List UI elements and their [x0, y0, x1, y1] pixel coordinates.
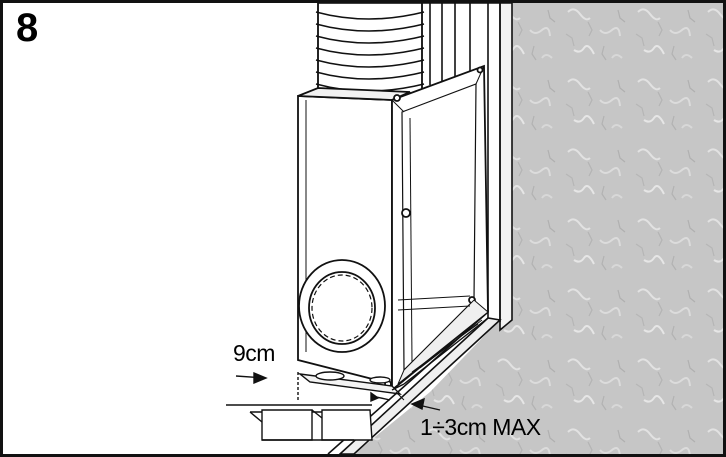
unit-housing	[297, 64, 489, 392]
step-number: 8	[16, 6, 39, 50]
dimension-markers	[235, 371, 441, 411]
flexible-hose-icon	[315, 2, 425, 95]
window-frame	[327, 2, 513, 455]
gap-dimension-label: 1÷3cm MAX	[420, 414, 541, 440]
floor-base	[226, 317, 489, 441]
air-outlet-icon	[298, 259, 386, 353]
wall-texture	[354, 3, 723, 454]
depth-dimension-label: 9cm	[233, 340, 275, 366]
